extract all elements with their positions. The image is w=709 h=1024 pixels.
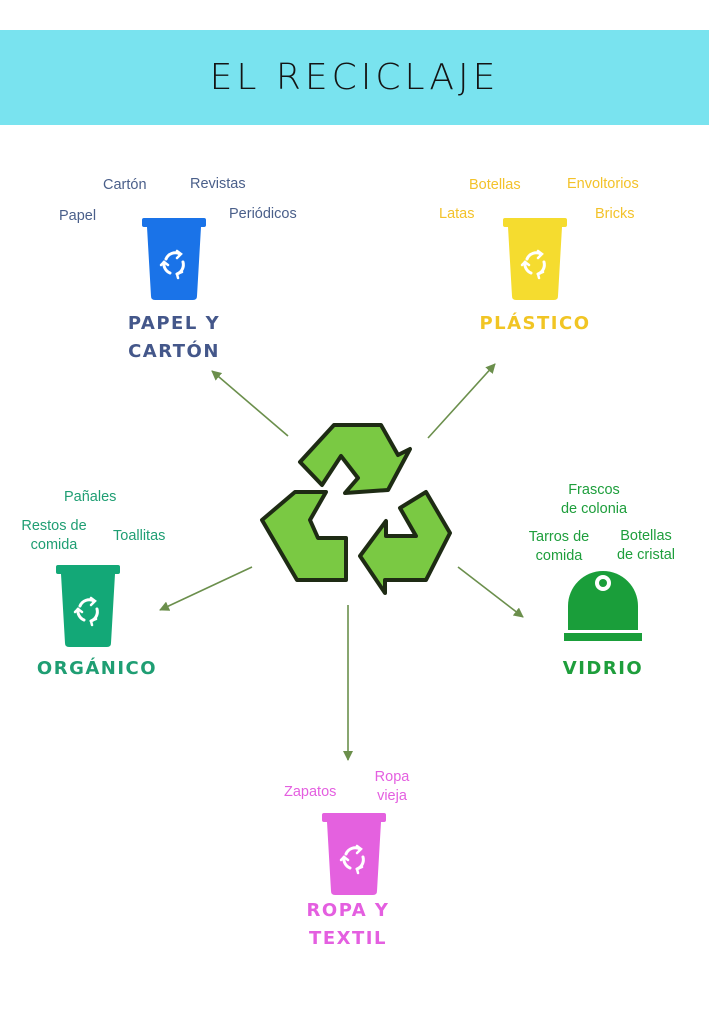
item-comida-vidrio: comida — [535, 548, 583, 564]
blue-bin-icon — [142, 218, 206, 300]
item-comida: comida — [30, 537, 78, 553]
item-bricks: Bricks — [595, 206, 635, 222]
category-ropa-line2: TEXTIL — [309, 928, 387, 949]
item-papel: Papel — [59, 208, 97, 224]
item-vieja: vieja — [377, 788, 407, 804]
item-latas: Latas — [439, 206, 475, 222]
page-title: EL RECICLAJE — [209, 57, 500, 98]
item-revistas: Revistas — [190, 176, 246, 192]
item-toallitas: Toallitas — [113, 528, 166, 544]
item-periodicos: Periódicos — [229, 206, 297, 222]
arrow-to-organico — [159, 566, 253, 611]
item-de-colonia: de colonia — [560, 501, 628, 517]
item-carton: Cartón — [103, 177, 147, 193]
glass-container-icon — [564, 571, 642, 641]
title-banner — [0, 30, 709, 125]
recycling-symbol-icon — [260, 423, 452, 595]
green-bin-icon — [56, 565, 120, 647]
item-ropa: Ropa — [374, 769, 410, 785]
yellow-bin-icon — [503, 218, 567, 300]
item-botellas-vidrio: Botellas — [620, 528, 672, 544]
item-botellas: Botellas — [469, 177, 521, 193]
item-panales: Pañales — [64, 489, 117, 505]
arrow-to-papel — [211, 370, 289, 437]
item-restos-de: Restos de — [21, 518, 87, 534]
category-papel-line1: PAPEL Y — [127, 313, 221, 334]
arrow-to-vidrio — [457, 566, 524, 618]
item-tarros-de: Tarros de — [528, 529, 590, 545]
category-papel-line2: CARTÓN — [128, 341, 220, 362]
pink-bin-icon — [322, 813, 386, 895]
category-vidrio: VIDRIO — [562, 658, 644, 679]
item-envoltorios: Envoltorios — [567, 176, 639, 192]
item-zapatos: Zapatos — [284, 784, 337, 800]
arrow-to-plastico — [427, 363, 496, 439]
category-ropa-line1: ROPA Y — [306, 900, 390, 921]
item-de-cristal: de cristal — [616, 547, 676, 563]
category-organico: ORGÁNICO — [36, 658, 158, 679]
category-plastico: PLÁSTICO — [479, 313, 591, 334]
item-frascos: Frascos — [568, 482, 620, 498]
